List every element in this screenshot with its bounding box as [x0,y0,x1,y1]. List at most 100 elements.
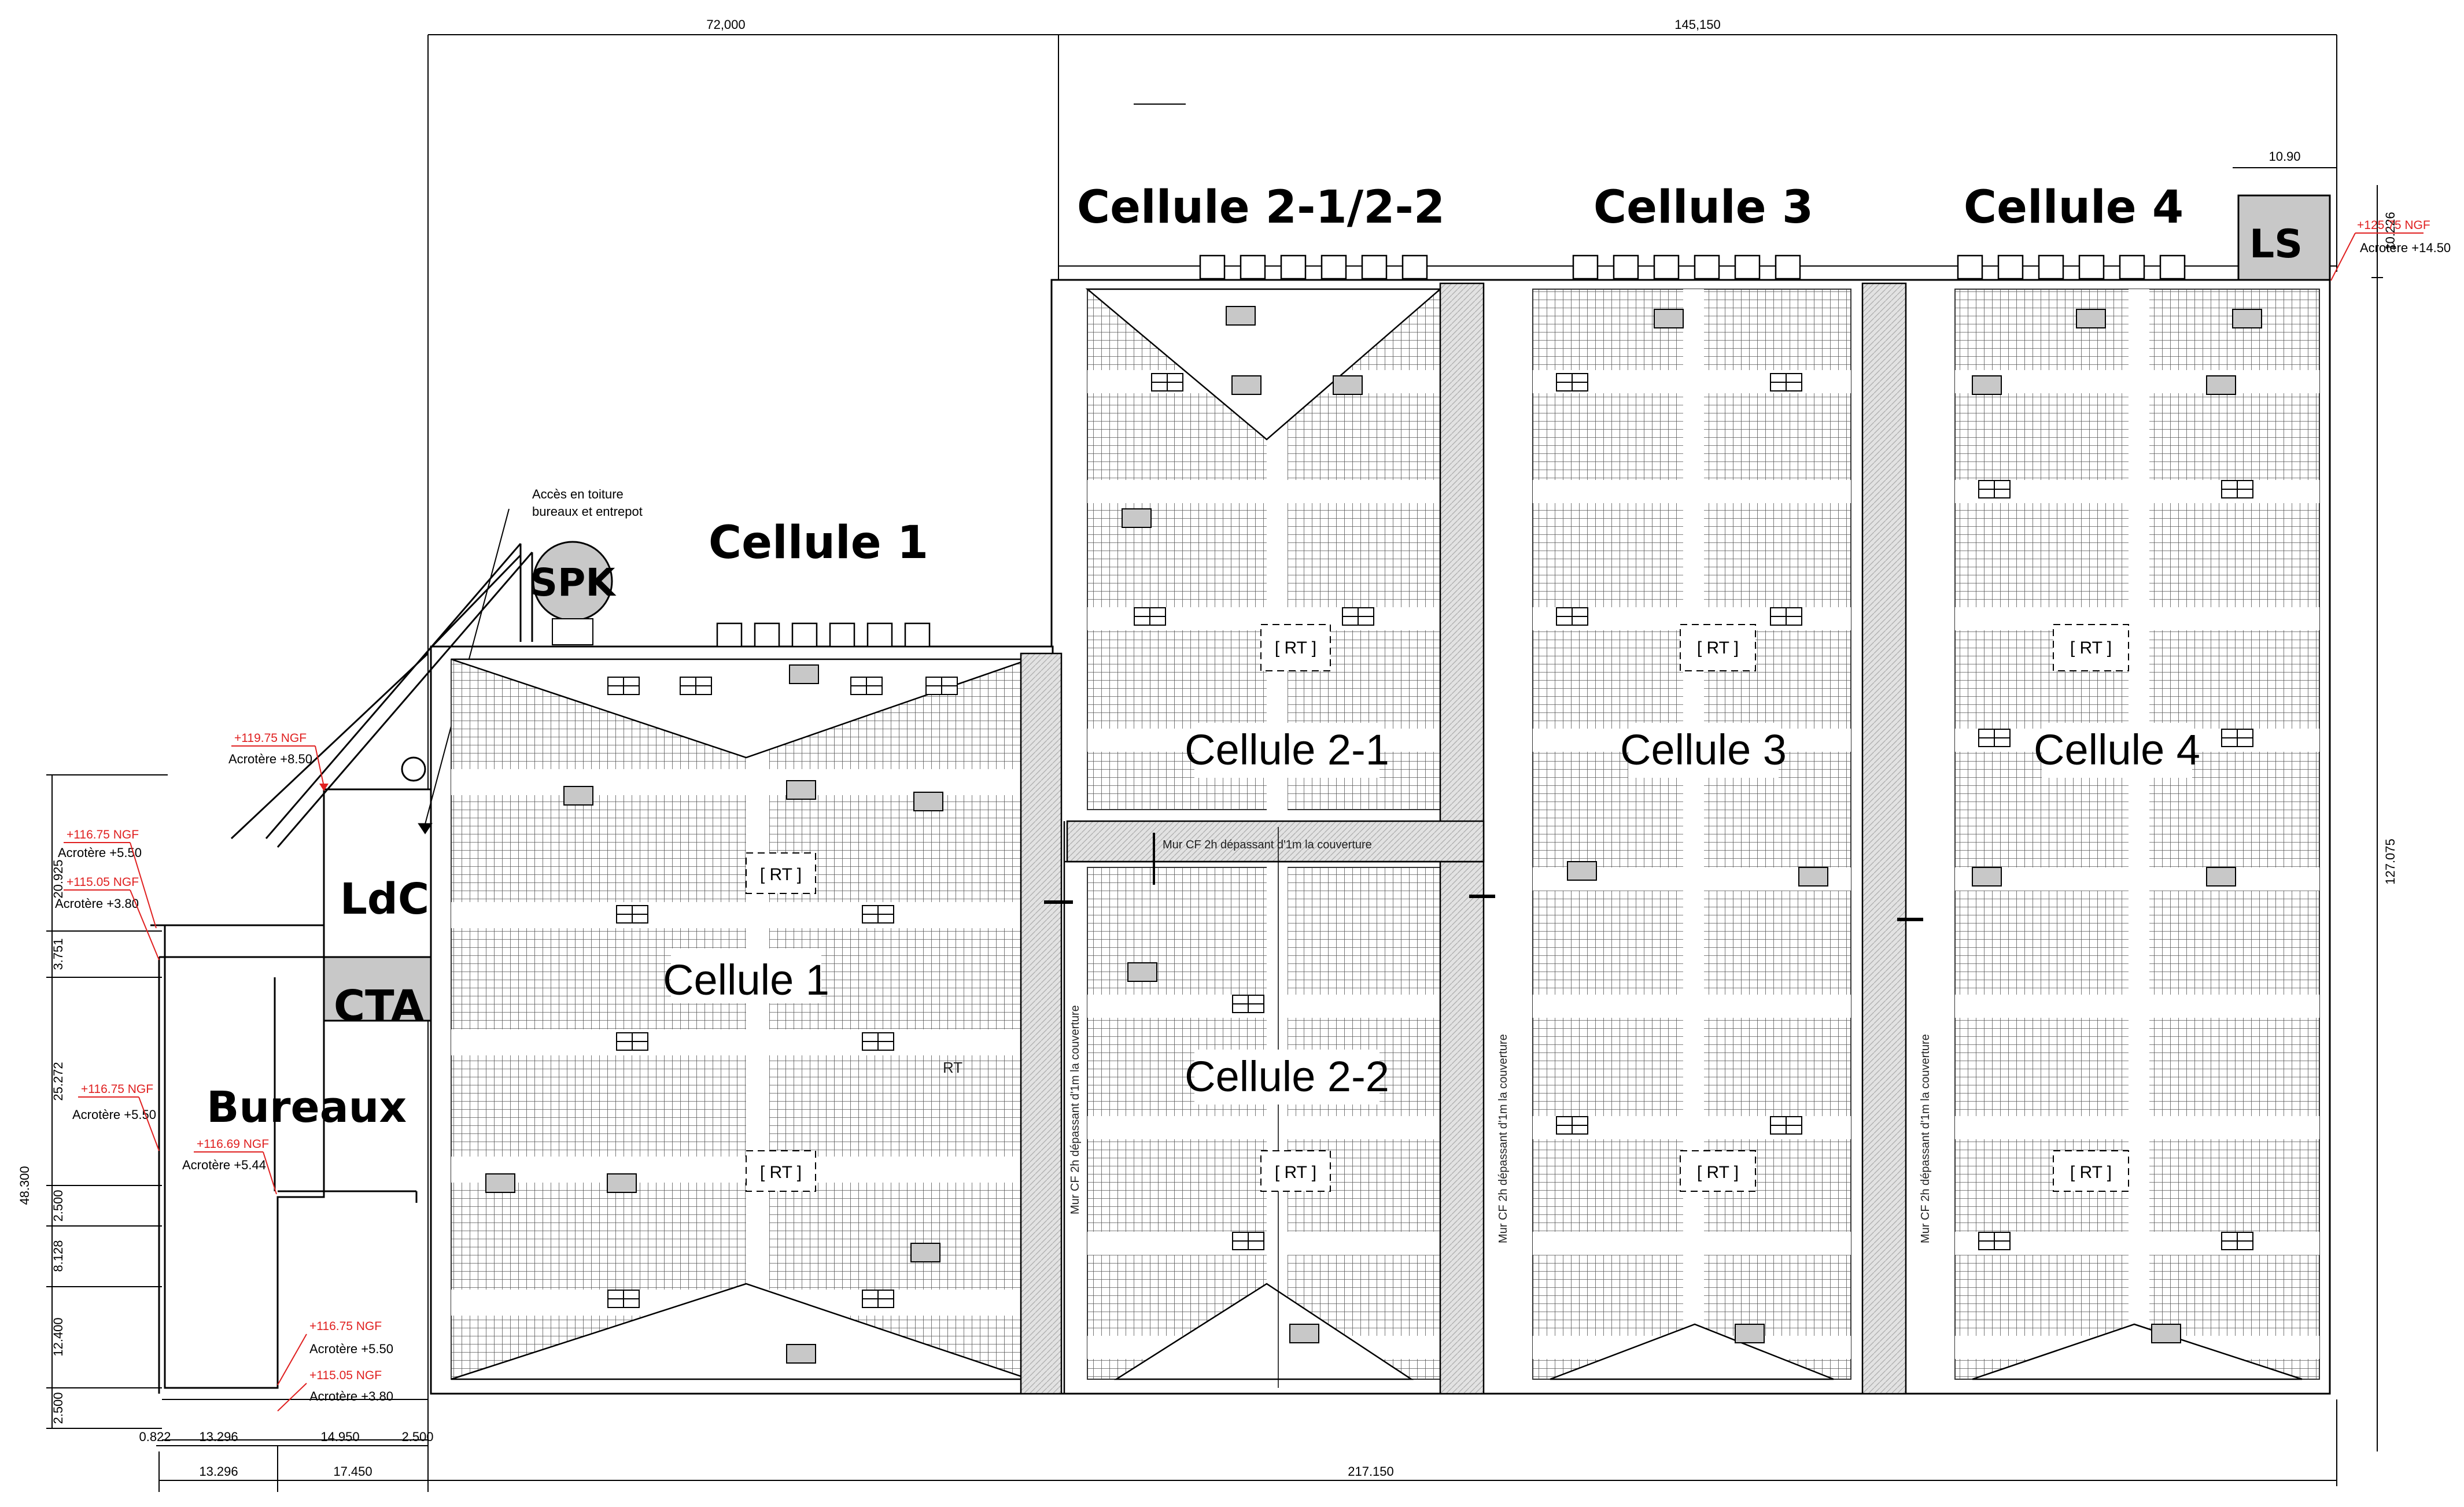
roof-vents [716,254,2186,648]
dim-left-1: 3.751 [51,938,65,970]
level-ngf: +119.75 NGF [234,732,307,745]
level-callout: +115.05 NGF Acrotère +3.80 [55,876,160,961]
level-acrotere: Acrotère +5.50 [72,1107,156,1122]
rt-unit: [ RT ] [2053,624,2129,671]
fire-wall-vertical-2: Mur CF 2h dépassant d'1m la couverture [1497,1034,1510,1243]
cell-3-label: Cellule 3 [1620,726,1787,774]
dim-top-right: 145,150 [1674,17,1721,32]
dim-right-total: 127.075 [2383,839,2397,885]
dim-bottom-0: 0.822 [139,1430,171,1444]
rt-label: [ RT ] [2070,1163,2112,1182]
dim-bottom-3: 2.500 [401,1430,433,1444]
level-ngf: +116.75 NGF [309,1320,382,1333]
dim-left-3: 48.300 [17,1166,32,1205]
level-callout: +116.75 NGF Acrotère +5.50 [72,1083,160,1151]
dim-left-4: 2.500 [51,1190,65,1221]
dim-left-2: 25.272 [51,1062,65,1100]
dim-right-ls: 10.226 [2383,212,2397,250]
level-ngf: +125.75 NGF [2357,219,2430,232]
level-acrotere: Acrotère +5.50 [58,845,142,860]
dim-left-6: 12.400 [51,1317,65,1356]
ls-label: LS [2249,221,2303,267]
cell-3-label-bg [1628,723,1779,778]
dim-ls-width: 10.90 [2268,149,2300,164]
roof-access-ladder [230,508,533,848]
rt-label: [ RT ] [1275,638,1316,658]
level-callout: +116.75 NGF Acrotère +5.50 [277,1320,393,1386]
rt-plain-label: RT [943,1059,962,1076]
level-callout: +125.75 NGF Acrotère +14.50 [2330,219,2451,281]
dim-top-left: 72,000 [706,17,745,32]
level-ngf: +116.75 NGF [67,828,139,841]
spk-tank [532,541,613,645]
level-callout: +115.05 NGF Acrotère +3.80 [277,1369,393,1412]
cta-label: CTA [334,981,424,1031]
rt-label: [ RT ] [2070,638,2112,658]
dim-left-5: 8.128 [51,1240,65,1272]
dimension-labels: 72,000 145,150 10.90 10.226 127.075 20.9… [17,17,2397,1479]
roof-equipment [485,306,2262,1364]
dim-left-0: 20.925 [51,859,65,898]
access-note-line2: bureaux et entrepot [532,504,643,519]
dim-bottom2-0: 13.296 [199,1464,238,1479]
cell-4-label-bg [2042,723,2192,778]
fire-walls [1020,282,1923,1395]
access-note-line1: Accès en toiture [532,487,624,501]
rt-unit: [ RT ] [2053,1150,2129,1192]
cell-titles: Cellule 1 Cellule 2-1/2-2 Cellule 3 Cell… [663,182,2200,1105]
level-ngf: +116.69 NGF [197,1137,269,1151]
level-acrotere: Acrotère +3.80 [55,896,139,911]
ls-room [2237,194,2331,281]
level-ngf: +116.75 NGF [81,1083,153,1096]
level-callout: +116.75 NGF Acrotère +5.50 [58,828,157,929]
dim-bottom-1: 13.296 [199,1430,238,1444]
rt-unit: [ RT ] [746,1150,816,1192]
level-ngf: +115.05 NGF [309,1369,382,1382]
level-callout: +116.69 NGF Acrotère +5.44 [182,1137,277,1195]
rt-units: [ RT ] [ RT ] [ RT ] [ RT ] [ RT ] [ RT … [746,624,2129,1192]
notes: Accès en toiture bureaux et entrepot Mur… [532,487,1932,1243]
rt-unit: [ RT ] [1680,1150,1756,1192]
spk-label: SPK [530,560,617,605]
fire-wall-horizontal: Mur CF 2h dépassant d'1m la couverture [1163,839,1372,851]
cell-1-label: Cellule 1 [663,956,829,1004]
cell-3-title: Cellule 3 [1594,182,1813,234]
level-acrotere: Acrotère +8.50 [228,752,312,766]
cell-1-title: Cellule 1 [709,517,928,569]
cell-21-label-bg [1194,723,1379,778]
rt-label: [ RT ] [1697,1163,1739,1182]
rt-label: [ RT ] [760,1163,802,1182]
rt-label: [ RT ] [1275,1163,1316,1182]
level-ngf: +115.05 NGF [67,876,139,889]
dim-bottom2-1: 17.450 [333,1464,372,1479]
cell-22-label: Cellule 2-2 [1185,1052,1389,1100]
level-acrotere: Acrotère +3.80 [309,1389,393,1403]
cell-4-title: Cellule 4 [1964,182,2183,234]
dim-bottom-2: 14.950 [320,1430,359,1444]
cell-1-label-bg [671,948,821,1003]
rt-unit: [ RT ] [746,852,816,894]
room-labels: SPK LS LdC CTA Bureaux [206,221,2303,1132]
level-acrotere: Acrotère +5.44 [182,1158,266,1172]
fire-wall-vertical-1: Mur CF 2h dépassant d'1m la couverture [1069,1005,1082,1214]
level-acrotere: Acrotère +5.50 [309,1342,393,1356]
level-acrotere: Acrotère +14.50 [2360,241,2451,255]
cell-21-label: Cellule 2-1 [1185,726,1389,774]
roof-ridges [451,288,2303,1380]
cell-4-label: Cellule 4 [2034,726,2200,774]
dim-bottom2-2: 217.150 [1348,1464,1394,1479]
level-callout: +119.75 NGF Acrotère +8.50 [228,732,329,791]
ldc-label: LdC [340,874,429,924]
cell-22-label-bg [1194,1050,1379,1105]
dim-left-7: 2.500 [51,1392,65,1424]
rt-label: [ RT ] [760,865,802,884]
bureaux-label: Bureaux [206,1083,407,1132]
rt-unit: [ RT ] [1680,624,1756,671]
fire-wall-vertical-3: Mur CF 2h dépassant d'1m la couverture [1919,1034,1932,1243]
rt-unit: [ RT ] [1260,624,1331,671]
cell-2-title: Cellule 2-1/2-2 [1077,182,1445,234]
rt-unit: [ RT ] [1260,1150,1331,1192]
rt-label: [ RT ] [1697,638,1739,658]
level-callouts: +119.75 NGF Acrotère +8.50 +116.75 NGF A… [55,219,2451,1412]
